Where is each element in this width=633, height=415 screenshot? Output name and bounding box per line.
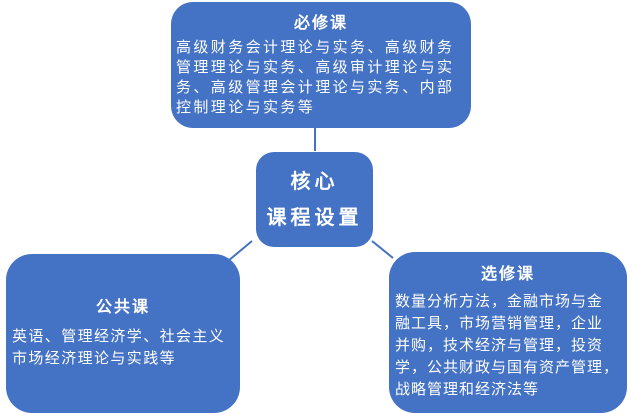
required-courses-title: 必修课: [293, 14, 348, 32]
elective-courses-body: 数量分析方法，金融市场与金 融工具，市场营销管理，企业 并购，技术经济与管理，投…: [395, 293, 620, 398]
node-core-curriculum: 核心 课程设置: [256, 152, 373, 247]
public-courses-body: 英语、管理经济学、社会主义 市场经济理论与实践等: [12, 328, 226, 367]
connector-core-to-public: [227, 240, 253, 262]
required-courses-body: 高级财务会计理论与实务、高级财务 管理理论与实务、高级审计理论与实 务、高级管理…: [176, 38, 455, 116]
node-elective-courses: 选修课 数量分析方法，金融市场与金 融工具，市场营销管理，企业 并购，技术经济与…: [389, 252, 627, 413]
core-curriculum-title: 核心 课程设置: [266, 170, 363, 229]
public-courses-title: 公共课: [95, 299, 150, 316]
node-required-courses: 必修课 高级财务会计理论与实务、高级财务 管理理论与实务、高级审计理论与实 务、…: [171, 2, 471, 128]
node-public-courses: 公共课 英语、管理经济学、社会主义 市场经济理论与实践等: [6, 254, 240, 413]
elective-courses-title: 选修课: [480, 266, 535, 283]
connector-core-to-elective: [371, 240, 394, 259]
